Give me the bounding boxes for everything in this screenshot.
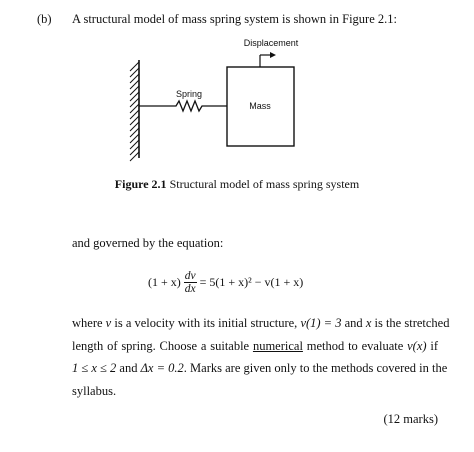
function-vx: v(x) bbox=[407, 338, 427, 353]
mass-label: Mass bbox=[249, 101, 271, 111]
x-range: 1 ≤ x ≤ 2 bbox=[72, 361, 117, 375]
body-line-3: 1 ≤ x ≤ 2 and Δx = 0.2. Marks are given … bbox=[72, 357, 447, 380]
equation-lhs-factor: (1 + x) bbox=[148, 275, 181, 289]
question-body: where v is a velocity with its initial s… bbox=[72, 312, 449, 402]
differential-equation: (1 + x) dv dx = 5(1 + x)² − v(1 + x) bbox=[148, 270, 303, 295]
body-text-segment: if bbox=[426, 338, 438, 353]
displacement-arrow-icon bbox=[259, 52, 276, 67]
mass-block bbox=[226, 66, 295, 147]
body-text-segment: where bbox=[72, 316, 106, 330]
body-text-segment: is a velocity with its initial structure… bbox=[111, 316, 301, 330]
underlined-numerical: numerical bbox=[252, 338, 303, 353]
spring bbox=[139, 99, 227, 113]
displacement-label: Displacement bbox=[244, 38, 299, 48]
spring-label: Spring bbox=[176, 89, 202, 99]
variable-x: x bbox=[365, 316, 372, 330]
figure-caption-number: Figure 2.1 bbox=[114, 177, 167, 191]
mass-spring-figure: Spring Mass Displacement bbox=[129, 38, 299, 162]
body-text-segment: is the stretched bbox=[371, 316, 450, 330]
body-text-segment: and bbox=[341, 316, 366, 330]
fixed-wall bbox=[129, 60, 140, 162]
body-text-segment: . Marks are given only to the methods co… bbox=[183, 361, 448, 375]
figure-caption-text: Structural model of mass spring system bbox=[166, 177, 360, 191]
question-intro-text: A structural model of mass spring system… bbox=[72, 12, 397, 26]
body-text-segment: method to evaluate bbox=[302, 338, 408, 353]
figure-caption: Figure 2.1 Structural model of mass spri… bbox=[0, 177, 474, 192]
derivative-denominator: dx bbox=[184, 283, 196, 295]
equation-intro: and governed by the equation: bbox=[72, 236, 224, 250]
marks-allocation: (12 marks) bbox=[383, 412, 439, 426]
derivative-numerator: dv bbox=[183, 270, 197, 283]
body-line-4: syllabus. bbox=[72, 383, 117, 398]
step-size: Δx = 0.2 bbox=[140, 361, 184, 375]
body-text-segment: and bbox=[116, 361, 141, 375]
initial-condition: v(1) = 3 bbox=[300, 316, 342, 330]
derivative-fraction: dv dx bbox=[183, 270, 197, 295]
variable-v: v bbox=[105, 316, 112, 330]
question-part-label: (b) bbox=[37, 12, 52, 26]
body-line-2: length of spring. Choose a suitable nume… bbox=[72, 335, 438, 358]
body-line-1: where v is a velocity with its initial s… bbox=[72, 312, 449, 335]
body-text-segment: length of spring. Choose a suitable bbox=[72, 338, 253, 353]
equation-rhs: = 5(1 + x)² − v(1 + x) bbox=[199, 275, 304, 289]
